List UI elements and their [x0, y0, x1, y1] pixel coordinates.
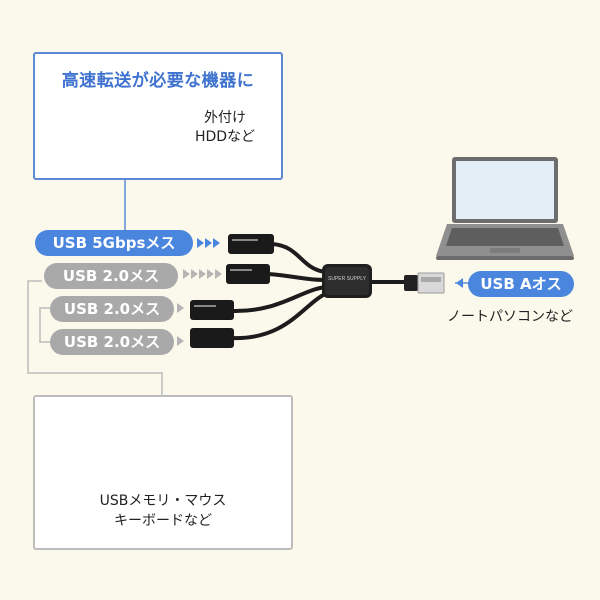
hub-cables [230, 242, 410, 341]
port-connector-3 [190, 300, 234, 320]
port-connector-2 [226, 264, 270, 284]
port-pill-usb2-2: USB 2.0メス [50, 296, 174, 322]
high-speed-device-panel: 高速転送が必要な機器に 外付け HDDなど [33, 52, 283, 180]
usb2-device-panel: USBメモリ・マウス キーボードなど [33, 395, 293, 550]
port-pill-usb-5gbps: USB 5Gbpsメス [35, 230, 193, 256]
usb-a-plug [404, 272, 445, 294]
high-speed-panel-title: 高速転送が必要な機器に [61, 71, 255, 91]
hdd-caption: 外付け HDDなど [185, 109, 265, 147]
arrow-host [456, 278, 463, 288]
laptop-caption: ノートパソコンなど [447, 309, 573, 325]
hub-body [322, 264, 372, 298]
arrow-gray-3 [177, 336, 184, 346]
hub-body-text: SUPER SUPPLY [328, 276, 366, 282]
hdd-caption-line1: 外付け [204, 110, 246, 126]
port-connector-1 [228, 234, 274, 254]
port-pill-usb2-3: USB 2.0メス [50, 329, 174, 355]
host-connector-pill: USB Aオス [468, 271, 574, 297]
laptop-illustration [436, 157, 574, 260]
port-connector-4 [190, 328, 234, 348]
arrow-gray-2 [177, 303, 184, 313]
arrow-gray-1 [183, 269, 222, 279]
usb2-device-caption-line2: キーボードなど [114, 513, 212, 529]
port-pill-usb2-1: USB 2.0メス [44, 263, 178, 289]
usb2-device-caption-line1: USBメモリ・マウス [99, 493, 227, 509]
arrow-blue [197, 238, 220, 248]
hdd-caption-line2: HDDなど [194, 129, 256, 145]
bottom-box-connector [27, 280, 163, 395]
usb2-device-caption: USBメモリ・マウス キーボードなど [35, 491, 291, 531]
bottom-box-bracket [39, 307, 50, 343]
